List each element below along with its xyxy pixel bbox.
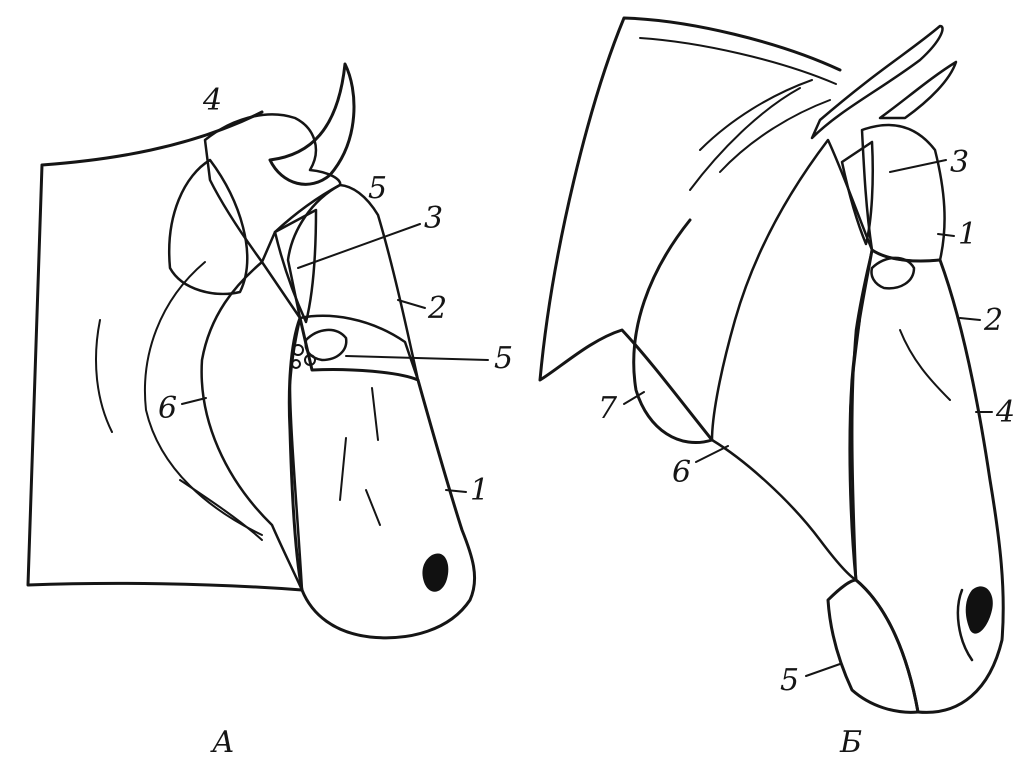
horse-zone-3 — [842, 142, 873, 244]
cattle-neck-fold — [96, 320, 112, 432]
cattle-label-6: 6 — [158, 391, 177, 426]
horse-label-1: 1 — [958, 217, 977, 252]
cattle-nostril — [422, 553, 448, 591]
horse-label-4: 4 — [995, 395, 1015, 430]
horse-label-6: 6 — [672, 455, 691, 490]
horse-zone-6 — [712, 140, 872, 580]
caption-b: Б — [839, 725, 862, 760]
horse-eye — [872, 258, 915, 288]
horse-labels: 3 1 2 4 7 6 5 — [598, 145, 1015, 698]
cattle-ear — [169, 160, 247, 294]
horse-nostril — [966, 586, 993, 633]
horse-facial-lines — [850, 320, 950, 410]
cattle-neck-fold-2 — [180, 480, 262, 540]
cattle-zone-6 — [202, 262, 302, 590]
horse-head-figure — [540, 18, 1003, 712]
cattle-head-figure — [28, 64, 475, 638]
horse-label-3: 3 — [950, 145, 969, 180]
horse-label-7: 7 — [598, 391, 618, 426]
horse-zone-2 — [862, 125, 945, 261]
horse-leader-lines — [624, 160, 992, 676]
horse-jaw-outline — [634, 220, 712, 443]
cattle-neck-outline — [28, 112, 302, 590]
cattle-label-5-top: 5 — [368, 171, 387, 206]
cattle-label-3: 3 — [424, 201, 443, 236]
horse-zone-5 — [828, 580, 918, 712]
cattle-label-5-side: 5 — [494, 341, 513, 376]
cattle-label-4: 4 — [202, 83, 222, 118]
caption-a: А — [210, 725, 235, 760]
cattle-zone-1 — [289, 318, 474, 638]
cattle-labels: 4 5 3 2 5 6 1 — [158, 83, 513, 508]
horse-mane-lines — [640, 38, 836, 190]
horse-label-2: 2 — [983, 303, 1003, 338]
cattle-label-1: 1 — [470, 473, 489, 508]
cattle-label-2: 2 — [427, 291, 447, 326]
cattle-muzzle-lines — [340, 388, 380, 525]
horse-neck-outline — [540, 18, 840, 440]
horse-label-5: 5 — [780, 663, 799, 698]
